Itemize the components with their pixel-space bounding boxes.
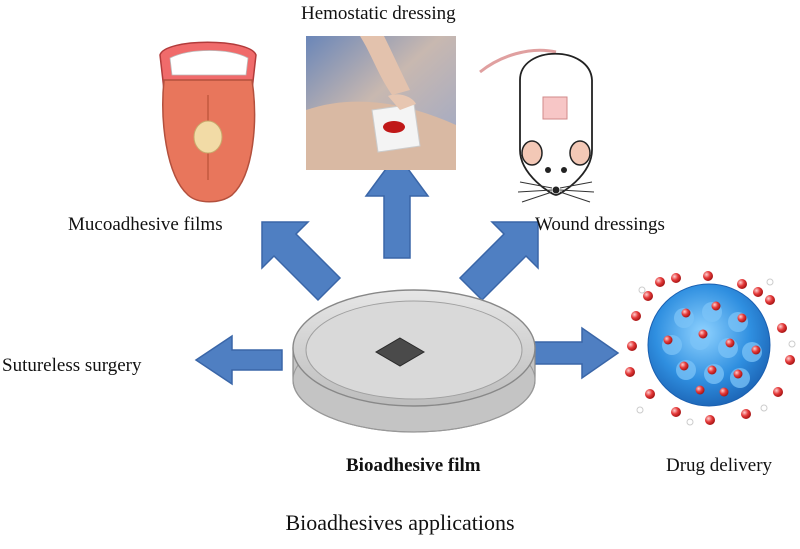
label-drug-delivery: Drug delivery [666,455,773,476]
hemostatic-photo [306,36,456,170]
mouse-illustration [479,48,595,203]
bioadhesive-film [375,337,425,367]
label-wound-dressings: Wound dressings [535,214,665,235]
label-mucoadhesive-films: Mucoadhesive films [68,214,223,235]
label-sutureless-surgery: Sutureless surgery [2,355,142,376]
nanoparticle-illustration [625,271,796,426]
arrow-mucoadhesive [261,221,342,302]
tongue-illustration [159,41,257,203]
label-bioadhesive-film: Bioadhesive film [346,455,481,476]
label-hemostatic-dressing: Hemostatic dressing [301,3,456,24]
arrow-hemostatic [364,152,430,259]
arrow-sutureless [194,334,283,386]
petri-dish [292,289,536,433]
figure-caption: Bioadhesives applications [285,510,515,535]
arrow-drug [529,326,620,380]
arrow-wound [458,221,539,302]
